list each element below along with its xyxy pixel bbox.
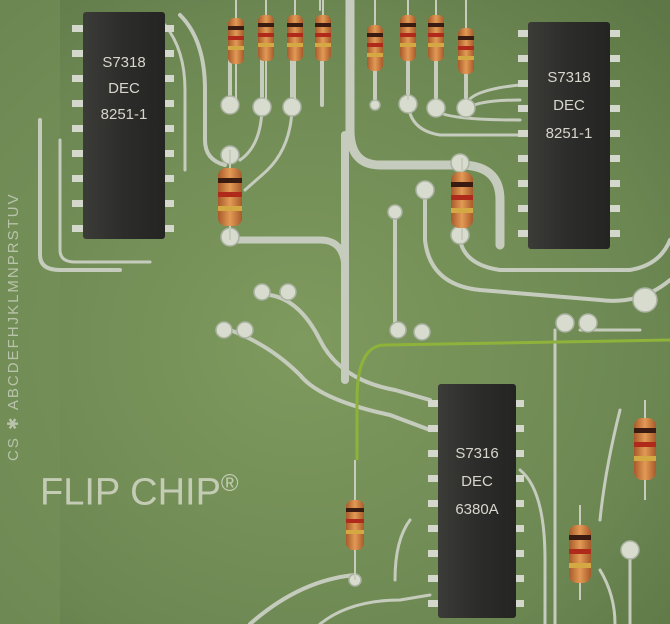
chip-2-pins [518,30,620,237]
resistors [218,0,656,600]
flip-chip-logo: FLIP CHIP® [40,470,239,515]
chip-3-maker: S7316 [455,445,499,462]
flip-chip-text: FLIP CHIP [40,471,221,514]
resistor-4 [315,0,331,100]
chip-1-pins [72,25,174,232]
resistor-13 [634,400,656,500]
chip-2-part: 8251-1 [545,125,593,142]
resistor-6 [400,0,416,100]
edge-letters-text: CS ✱ ABCDEFHJKLMNPRSTUV [5,192,22,461]
resistor-3 [287,0,303,100]
chip-1-maker: S7318 [102,54,146,71]
resistor-1 [228,0,244,100]
resistor-5 [367,0,383,100]
chip-2-markings: S7318 DEC 8251-1 [528,64,610,148]
chip-1-body [83,12,165,239]
chip-3-part: 6380A [455,501,499,518]
resistor-11 [346,460,364,580]
chip-2-brand: DEC [553,97,585,114]
jumper-wire [355,338,670,460]
chip-3-pins [428,400,524,607]
chip-1-brand: DEC [108,80,140,97]
chip-2-body [528,22,610,249]
chip-3-brand: DEC [461,473,493,490]
chip-3-markings: S7316 DEC 6380A [438,440,516,524]
chip-3-body [438,384,516,618]
solder-pads [215,94,658,587]
edge-letters: CS ✱ ABCDEFHJKLMNPRSTUV [4,61,26,461]
registered-mark: ® [220,470,239,497]
resistor-10 [451,158,473,240]
chip-2-maker: S7318 [547,69,591,86]
chip-1-markings: S7318 DEC 8251-1 [83,50,165,128]
resistor-7 [428,0,444,100]
resistor-2 [258,0,274,100]
chip-1-part: 8251-1 [100,106,148,123]
resistor-9 [218,150,242,240]
board-edge-strip [0,0,60,624]
resistor-12 [569,505,591,600]
resistor-8 [458,0,474,100]
